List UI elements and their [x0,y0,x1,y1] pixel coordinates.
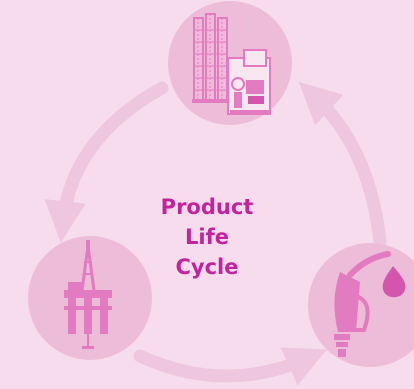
diagram-title-line-2: Cycle [175,255,239,279]
arrow-pump-to-refinery [298,81,387,249]
fuel-pump-node [308,243,414,367]
arrow-refinery-to-rig [44,81,169,243]
oil-drop-icon [382,266,406,298]
diagram-title-line-1: Product Life [160,195,254,249]
oil-rig-node [28,236,152,360]
arrow-rig-to-pump [133,347,328,386]
refinery-node [168,1,292,125]
fuel-pump-circle [308,243,414,367]
oil-rig-icon [64,240,112,349]
refinery-icon [192,13,271,115]
diagram-title: Product Life Cycle [137,192,277,282]
fuel-nozzle-icon [334,251,391,357]
